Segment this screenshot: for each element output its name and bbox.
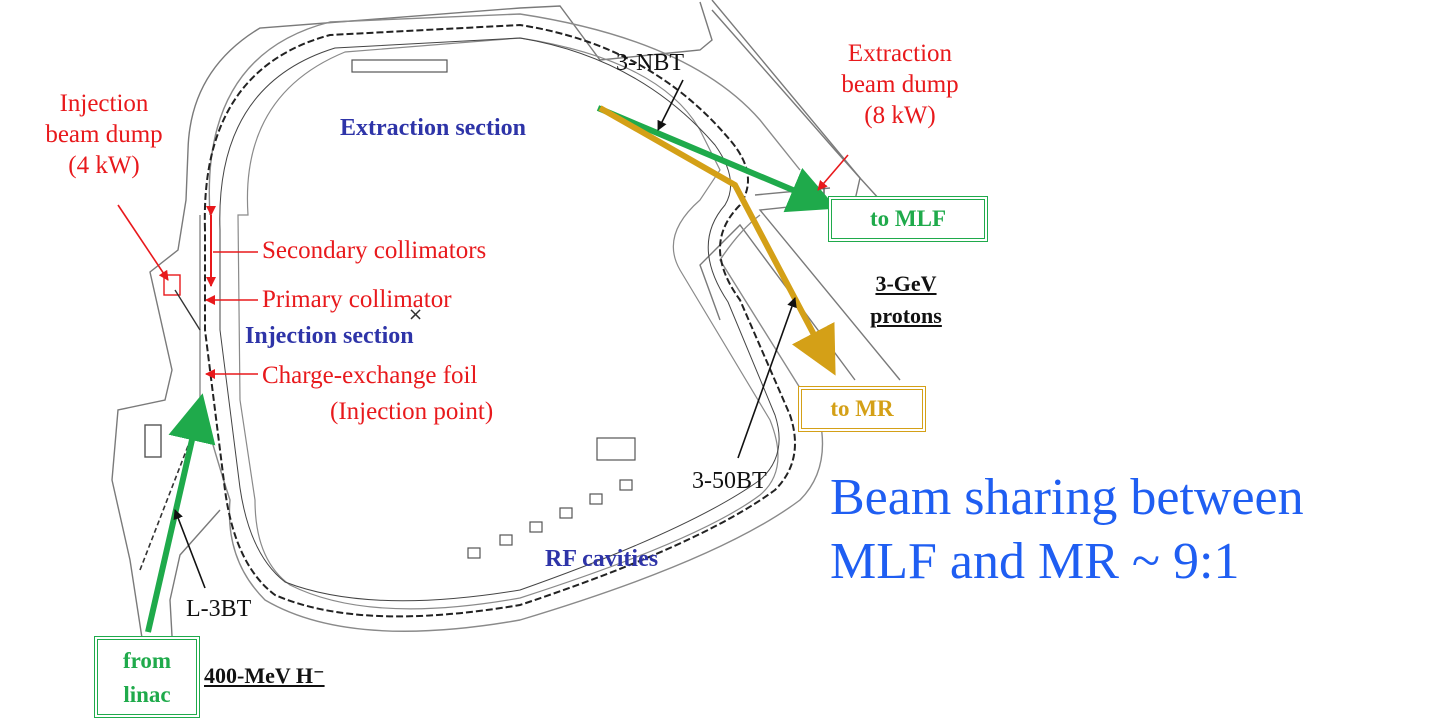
bt50-pointer <box>737 297 797 459</box>
l3bt-pointer <box>173 509 206 589</box>
extraction-dump-label: Extraction beam dump (8 kW) <box>790 38 1010 131</box>
ring-beamline <box>203 23 796 618</box>
extraction-dump-pointer <box>817 154 849 191</box>
mr-beam-arrow <box>598 105 836 376</box>
tunnel-outer <box>199 13 824 632</box>
injection-point-label: (Injection point) <box>330 398 494 425</box>
secondary-collimators-label: Secondary collimators <box>262 237 487 264</box>
mev-h-label: 400-MeV H⁻ <box>204 663 325 688</box>
injection-structure <box>144 424 162 458</box>
injection-dump-line2: beam dump <box>45 121 163 148</box>
injection-dump-label: Injection beam dump (4 kW) <box>14 88 194 181</box>
l3bt-label: L-3BT <box>186 596 252 622</box>
nbt-pointer <box>657 79 684 131</box>
gev-protons-label: 3-GeV protons <box>846 268 966 332</box>
nbt-label: 3-NBT <box>616 50 684 76</box>
top-hatch <box>351 59 448 73</box>
from-linac-line2: linac <box>123 682 171 707</box>
injection-dump-box <box>163 274 181 296</box>
ring-beamline-inner <box>219 37 780 602</box>
extraction-dump-line1: Extraction <box>847 40 953 67</box>
from-linac-line1: from <box>122 648 172 673</box>
gev-protons-line2: protons <box>870 303 942 328</box>
charge-exchange-foil-label: Charge-exchange foil <box>262 362 478 389</box>
bt50-label: 3-50BT <box>692 468 767 494</box>
to-mlf-box: to MLF <box>828 196 988 242</box>
primary-collimator-label: Primary collimator <box>262 286 452 313</box>
mlf-extraction-arrow <box>596 105 838 213</box>
rf-cavities-label: RF cavities <box>545 546 659 572</box>
extraction-section-label: Extraction section <box>340 115 526 141</box>
rf-cavity-boxes <box>467 479 633 559</box>
to-mr-box: to MR <box>798 386 926 432</box>
headline-line1: Beam sharing between <box>830 469 1304 526</box>
injection-dump-line1: Injection <box>59 90 149 117</box>
gev-protons-line1: 3-GeV <box>875 271 937 296</box>
injection-dump-pointer <box>117 204 169 281</box>
from-linac-box: from linac <box>94 636 200 718</box>
bottom-hatch <box>596 437 636 461</box>
injection-section-label: Injection section <box>245 323 414 349</box>
headline: Beam sharing between MLF and MR ~ 9:1 <box>830 466 1304 594</box>
headline-line2: MLF and MR ~ 9:1 <box>830 533 1240 590</box>
building-outline <box>111 1 901 691</box>
extraction-dump-line3: (8 kW) <box>864 102 936 129</box>
extraction-dump-line2: beam dump <box>841 71 959 98</box>
ring-center-mark: × <box>408 304 423 325</box>
dump-line <box>174 289 201 331</box>
injection-dump-line3: (4 kW) <box>68 152 140 179</box>
